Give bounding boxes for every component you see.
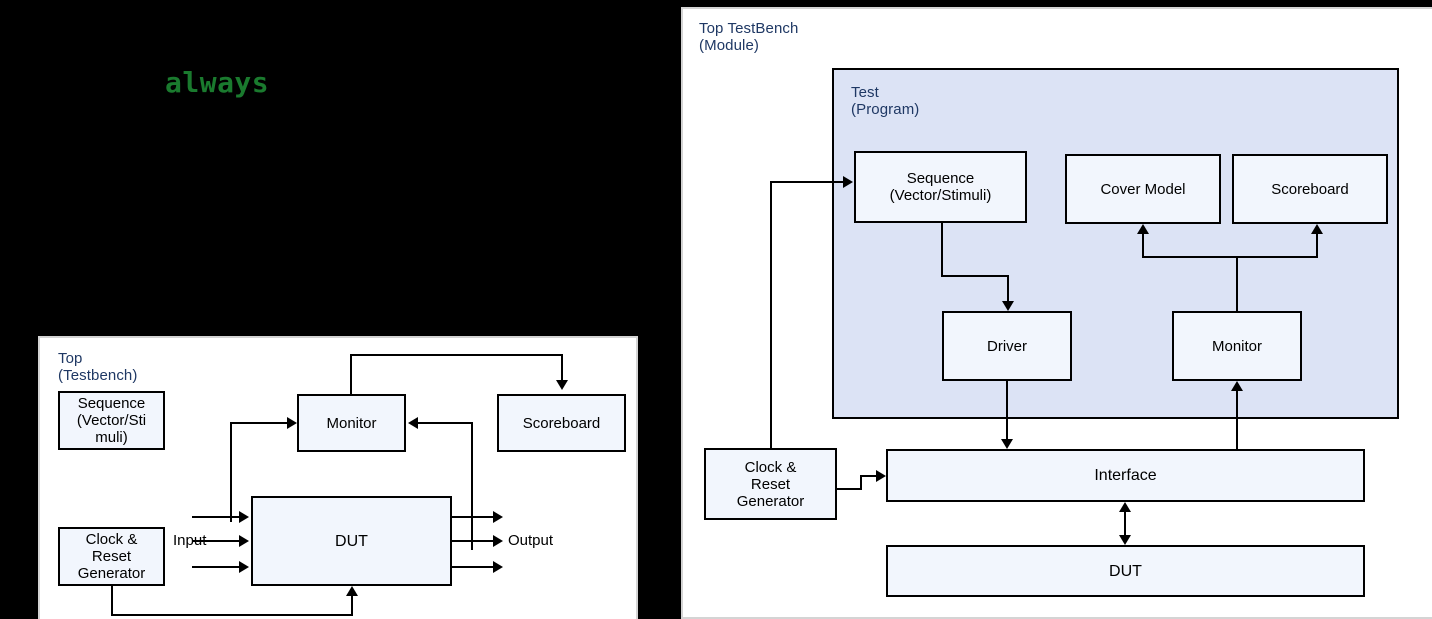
right-wire-monitor-up <box>1236 256 1238 312</box>
left-arrow-into-dut-bottom-icon <box>346 586 358 596</box>
left-wire-output-tap-to-monitor <box>418 422 473 424</box>
right-wire-clock-vertical <box>770 181 772 448</box>
left-box-clock-reset-generator: Clock & Reset Generator <box>58 527 165 586</box>
left-wire-input-tap-to-monitor <box>230 422 287 424</box>
left-box-scoreboard: Scoreboard <box>497 394 626 452</box>
left-arrow-output-1-icon <box>493 511 503 523</box>
right-wire-monitor-split <box>1142 256 1318 258</box>
right-wire-sequence-down <box>941 223 943 277</box>
left-arrow-into-monitor-right-icon <box>408 417 418 429</box>
left-label-output: Output <box>508 532 554 549</box>
right-wire-clock-step <box>860 475 862 490</box>
left-wire-monitor-up <box>350 354 352 396</box>
right-box-scoreboard: Scoreboard <box>1232 154 1388 224</box>
right-wire-sequence-across <box>941 275 1009 277</box>
left-wire-clock-down <box>111 586 113 616</box>
left-panel-title: Top (Testbench) <box>58 350 138 384</box>
right-arrow-driver-into-interface-icon <box>1001 439 1013 449</box>
right-wire-clock-to-interface <box>860 475 878 477</box>
right-wire-clock-to-sequence <box>770 181 844 183</box>
right-box-cover-model: Cover Model <box>1065 154 1221 224</box>
right-box-dut: DUT <box>886 545 1365 597</box>
right-box-driver: Driver <box>942 311 1072 381</box>
left-box-dut: DUT <box>251 496 452 586</box>
right-box-monitor: Monitor <box>1172 311 1302 381</box>
right-arrow-interface-to-dut-icon <box>1119 535 1131 545</box>
left-box-monitor: Monitor <box>297 394 406 452</box>
left-wire-input-3 <box>192 566 240 568</box>
left-wire-output-3 <box>452 566 496 568</box>
right-wire-driver-to-interface <box>1006 381 1008 439</box>
left-wire-clock-up-into-dut <box>351 596 353 616</box>
right-arrow-into-monitor-icon <box>1231 381 1243 391</box>
left-arrow-input-1-icon <box>239 511 249 523</box>
right-arrow-into-interface-left-icon <box>876 470 886 482</box>
test-program-region: Test (Program) <box>832 68 1399 419</box>
right-arrow-into-scoreboard-icon <box>1311 224 1323 234</box>
right-arrow-into-driver-icon <box>1002 301 1014 311</box>
right-wire-clock-out <box>837 488 862 490</box>
left-arrow-output-3-icon <box>493 561 503 573</box>
left-arrow-into-monitor-left-icon <box>287 417 297 429</box>
test-program-title: Test (Program) <box>851 84 920 118</box>
left-box-sequence: Sequence (Vector/Sti muli) <box>58 391 165 450</box>
left-wire-input-tap-vertical <box>230 422 232 522</box>
right-diagram-panel: Top TestBench (Module) Test (Program) Se… <box>681 7 1432 619</box>
right-box-clock-reset-generator: Clock & Reset Generator <box>704 448 837 520</box>
right-wire-to-scoreboard <box>1316 234 1318 258</box>
right-box-interface: Interface <box>886 449 1365 502</box>
left-wire-output-2 <box>452 540 496 542</box>
left-arrow-input-3-icon <box>239 561 249 573</box>
left-wire-clock-to-dut <box>111 614 353 616</box>
right-panel-title: Top TestBench (Module) <box>699 20 799 54</box>
code-keyword-always: always <box>165 66 270 99</box>
left-wire-down-to-scoreboard <box>561 354 563 380</box>
left-wire-output-tap-vertical <box>471 422 473 550</box>
right-wire-interface-dut <box>1124 509 1126 539</box>
right-box-sequence: Sequence (Vector/Stimuli) <box>854 151 1027 223</box>
right-arrow-dut-to-interface-icon <box>1119 502 1131 512</box>
left-wire-input-2 <box>192 540 240 542</box>
left-arrow-into-scoreboard-icon <box>556 380 568 390</box>
left-arrow-output-2-icon <box>493 535 503 547</box>
left-label-input: Input <box>173 532 207 549</box>
left-wire-output-1 <box>452 516 496 518</box>
right-wire-interface-to-monitor <box>1236 391 1238 449</box>
right-wire-sequence-to-driver <box>1007 275 1009 301</box>
left-diagram-panel: Top (Testbench) Sequence (Vector/Sti mul… <box>38 336 638 619</box>
right-arrow-into-sequence-icon <box>843 176 853 188</box>
left-wire-monitor-to-scoreboard <box>350 354 563 356</box>
right-wire-to-cover-model <box>1142 234 1144 258</box>
left-arrow-input-2-icon <box>239 535 249 547</box>
right-arrow-into-cover-model-icon <box>1137 224 1149 234</box>
left-wire-input-1 <box>192 516 240 518</box>
